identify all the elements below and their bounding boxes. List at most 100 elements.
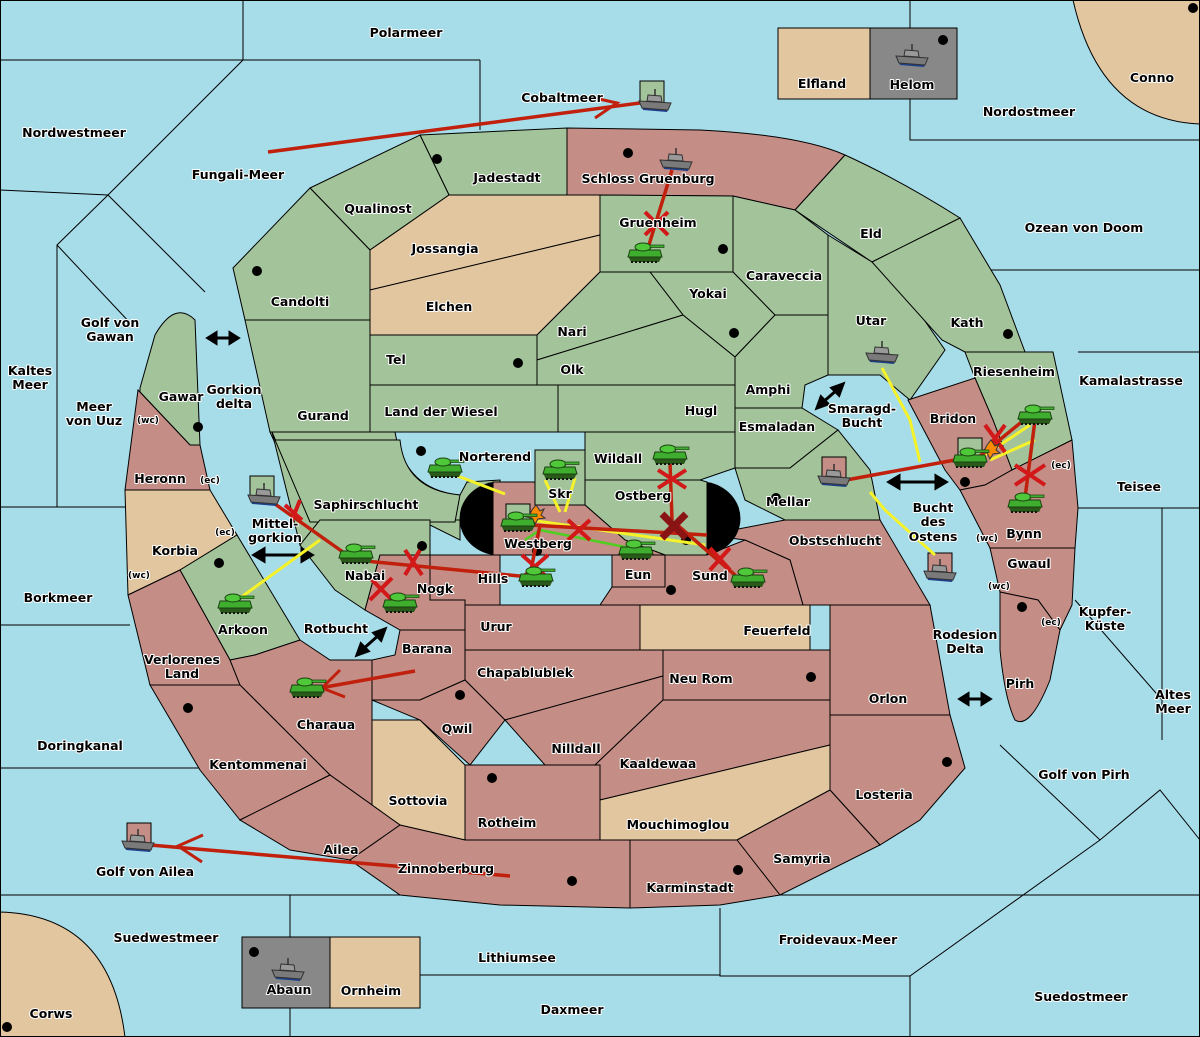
label-fungali: Fungali-Meer bbox=[192, 167, 285, 182]
province-saphirschlucht-main[interactable] bbox=[274, 439, 461, 523]
label-ostberg: Ostberg bbox=[615, 488, 672, 503]
label-amphi: Amphi bbox=[746, 382, 791, 397]
label-gwaul-ec: (ec) bbox=[1041, 618, 1061, 628]
label-smaragd2: Bucht bbox=[842, 415, 883, 430]
supply-center-icon bbox=[252, 266, 262, 276]
order-support-utar bbox=[880, 367, 922, 463]
label-abaun: Abaun bbox=[267, 982, 312, 997]
province-heronn[interactable] bbox=[124, 388, 211, 491]
label-obstschlucht: Obstschlucht bbox=[789, 533, 881, 548]
label-qualinost: Qualinost bbox=[344, 201, 411, 216]
label-tel: Tel bbox=[386, 352, 406, 367]
order-support-norterend bbox=[454, 473, 506, 496]
label-altes2: Meer bbox=[1155, 701, 1191, 716]
supply-center-icon bbox=[214, 558, 224, 568]
label-schloss: Schloss Gruenburg bbox=[581, 171, 714, 186]
label-mittel1: Mittel- bbox=[252, 516, 299, 531]
label-hugl: Hugl bbox=[685, 403, 718, 418]
label-bynn-ec: (ec) bbox=[1051, 461, 1071, 471]
label-kaltes1: Kaltes bbox=[8, 363, 52, 378]
label-teisee: Teisee bbox=[1117, 479, 1161, 494]
label-daxmeer: Daxmeer bbox=[540, 1002, 604, 1017]
order-move-barana bbox=[319, 669, 416, 690]
supply-center-icon bbox=[2, 1022, 12, 1032]
label-smaragd1: Smaragd- bbox=[828, 401, 896, 416]
label-utar: Utar bbox=[856, 313, 888, 328]
label-rotbucht: Rotbucht bbox=[304, 621, 368, 636]
label-riesenheim: Riesenheim bbox=[973, 364, 1055, 379]
order-support-arkoon bbox=[239, 538, 321, 600]
label-heronn: Heronn bbox=[134, 471, 186, 486]
label-arkoon: Arkoon bbox=[218, 622, 268, 637]
label-doringkanal: Doringkanal bbox=[37, 738, 123, 753]
label-uuz2: von Uuz bbox=[66, 413, 122, 428]
supply-center-icon bbox=[183, 703, 193, 713]
double-arrow-icon bbox=[205, 330, 241, 346]
label-golfgawan1: Golf von bbox=[81, 315, 140, 330]
label-rodesion1: Rodesion bbox=[933, 627, 998, 642]
label-nabai: Nabai bbox=[345, 568, 386, 583]
order-move-zinnoberburg bbox=[149, 843, 511, 878]
province-candolti[interactable] bbox=[232, 187, 371, 321]
supply-center-icon bbox=[1003, 329, 1013, 339]
tunnel-west bbox=[459, 482, 493, 555]
label-ornheim: Ornheim bbox=[341, 983, 401, 998]
supply-center-icon bbox=[455, 690, 465, 700]
labels-layer: Polarmeer Nordwestmeer Fungali-Meer Coba… bbox=[7, 24, 1193, 1022]
label-nogk: Nogk bbox=[417, 581, 454, 596]
label-eun: Eun bbox=[625, 567, 651, 582]
label-wildall: Wildall bbox=[594, 451, 642, 466]
label-pirh: Pirh bbox=[1006, 676, 1035, 691]
failed-marker bbox=[283, 499, 304, 526]
supply-center-icon bbox=[1017, 602, 1027, 612]
supply-center-icon bbox=[733, 865, 743, 875]
label-gorkion1: Gorkion bbox=[206, 382, 261, 397]
supply-center-icon bbox=[513, 358, 523, 368]
province-karminstadt[interactable] bbox=[629, 839, 781, 909]
province-corws[interactable] bbox=[0, 911, 126, 1037]
label-urur: Urur bbox=[480, 619, 512, 634]
arrowhead bbox=[589, 95, 621, 120]
label-bynn-wc: (wc) bbox=[976, 534, 998, 544]
label-golfpirh: Golf von Pirh bbox=[1038, 767, 1129, 782]
label-olk: Olk bbox=[560, 362, 584, 377]
label-cobaltmeer: Cobaltmeer bbox=[521, 90, 603, 105]
label-kaltes2: Meer bbox=[12, 377, 48, 392]
label-jadestadt: Jadestadt bbox=[472, 170, 540, 185]
arrowhead bbox=[174, 833, 204, 864]
label-gwaul: Gwaul bbox=[1007, 556, 1050, 571]
order-move-fungali bbox=[267, 101, 641, 154]
failed-marker bbox=[656, 468, 688, 490]
label-elfland: Elfland bbox=[798, 76, 846, 91]
label-nari: Nari bbox=[557, 324, 586, 339]
province-pirh[interactable] bbox=[999, 591, 1061, 722]
supply-center-icon bbox=[193, 422, 203, 432]
label-candolti: Candolti bbox=[271, 294, 330, 309]
province-conno[interactable] bbox=[1072, 0, 1200, 125]
label-gawar-wc: (wc) bbox=[137, 416, 159, 426]
label-samyria: Samyria bbox=[773, 851, 831, 866]
label-kentommenai: Kentommenai bbox=[209, 757, 307, 772]
label-polarmeer: Polarmeer bbox=[370, 25, 444, 40]
label-golfgawan2: Gawan bbox=[86, 329, 134, 344]
province-ornheim[interactable] bbox=[329, 936, 421, 1009]
label-golfailea: Golf von Ailea bbox=[96, 864, 194, 879]
label-chapablublek: Chapablublek bbox=[477, 665, 574, 680]
label-nordwestmeer: Nordwestmeer bbox=[22, 125, 127, 140]
label-uuz1: Meer bbox=[76, 399, 112, 414]
supply-center-icon bbox=[718, 244, 728, 254]
label-corws: Corws bbox=[30, 1006, 73, 1021]
failed-marker bbox=[1013, 463, 1047, 487]
label-rotheim: Rotheim bbox=[478, 815, 537, 830]
label-skr: Skr bbox=[548, 486, 572, 501]
supply-center-icon bbox=[623, 148, 633, 158]
orders-layer bbox=[149, 95, 1047, 878]
label-feuerfeld: Feuerfeld bbox=[743, 623, 810, 638]
supply-center-icon bbox=[666, 585, 676, 595]
label-conno: Conno bbox=[1130, 70, 1175, 85]
label-charaua: Charaua bbox=[297, 717, 355, 732]
double-arrow-icon bbox=[354, 626, 388, 658]
failed-marker bbox=[566, 518, 592, 542]
